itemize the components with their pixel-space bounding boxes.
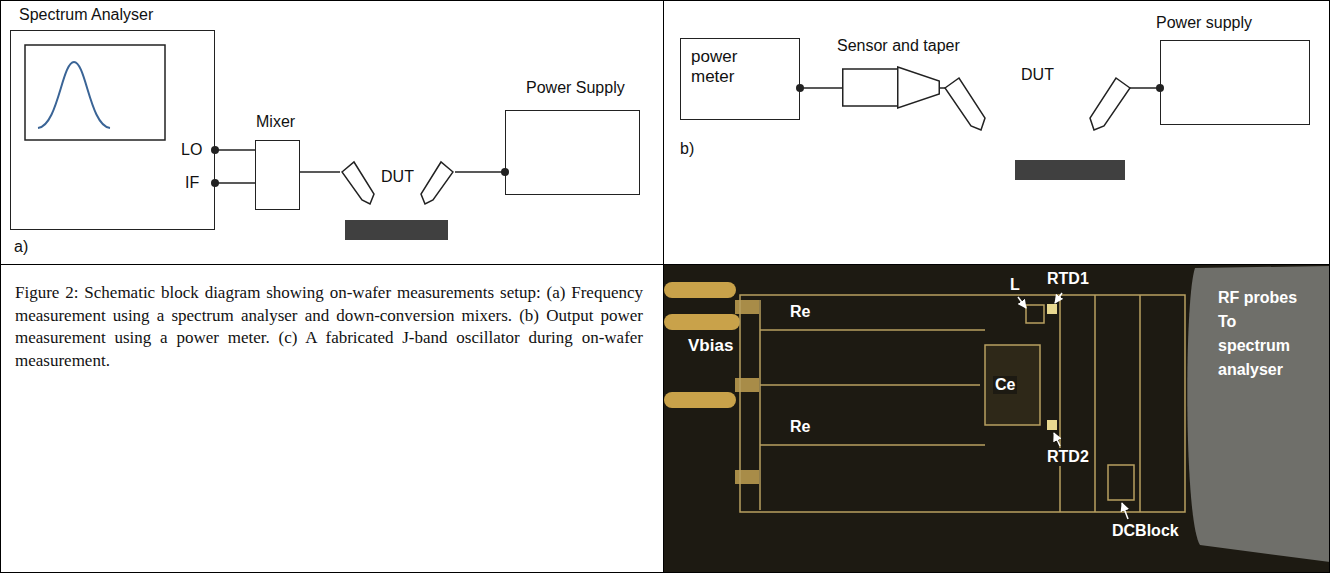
- diode-label: RTD1: [1045, 270, 1091, 288]
- device-label: DUT: [340, 168, 455, 186]
- probe-tip: [1090, 78, 1130, 130]
- dc-block-label: DCBlock: [1110, 522, 1181, 540]
- power-supply-box: Power supply: [1160, 40, 1310, 125]
- probe-tip: [342, 162, 374, 204]
- device-label: DUT: [945, 66, 1130, 84]
- probe-label: RF probes To spectrum analyser: [1218, 286, 1306, 382]
- resistor-trace: [760, 329, 985, 331]
- trace: [759, 300, 761, 510]
- dc-probe-finger: [664, 392, 736, 408]
- spectrum-curve: [38, 62, 110, 128]
- rf-probe: [1187, 266, 1330, 562]
- terminal-dot: [211, 146, 219, 154]
- inductor: [1026, 305, 1044, 323]
- table-rule: [663, 0, 664, 573]
- figure-caption: Figure 2: Schematic block diagram showin…: [15, 282, 643, 372]
- device-under-test: DUT: [340, 150, 455, 243]
- trace: [1059, 295, 1061, 512]
- port-label: LO: [181, 141, 202, 159]
- trace: [1139, 295, 1141, 512]
- dc-probe-finger: [664, 282, 736, 298]
- inductor-label: L: [1008, 276, 1022, 294]
- mixer-box: Mixer: [255, 140, 300, 210]
- bias-label: Vbias: [686, 336, 735, 356]
- sensor-outline: [842, 65, 940, 110]
- dc-block: [1108, 465, 1134, 500]
- signal-line: [215, 182, 255, 184]
- capacitor: [985, 345, 1040, 425]
- dc-probe-finger: [664, 314, 740, 330]
- device-under-test: DUT: [945, 60, 1130, 185]
- signal-line: [1130, 87, 1160, 89]
- box-heading: Sensor and taper: [837, 37, 960, 55]
- signal-line: [800, 87, 842, 89]
- box-heading: Power Supply: [526, 79, 625, 97]
- taper: [898, 67, 940, 108]
- signal-line: [215, 149, 255, 151]
- panel-letter: a): [14, 238, 28, 256]
- leader-arrow: [1122, 503, 1128, 519]
- wafer: [345, 220, 448, 240]
- leader-arrows: [1018, 293, 1128, 519]
- sensor-body: [843, 69, 898, 106]
- table-rule: [0, 264, 1330, 265]
- bond-pad: [735, 470, 759, 484]
- signal-line: [455, 171, 505, 173]
- chip-traces: [740, 295, 1185, 512]
- box-heading: Spectrum Analyser: [19, 6, 153, 24]
- rtd-device: [1047, 304, 1057, 314]
- analyser-screen: [25, 45, 165, 140]
- probe-tip: [421, 162, 453, 204]
- sensor-taper: Sensor and taper: [842, 65, 940, 110]
- port-label: IF: [185, 174, 199, 192]
- resistor-label: Re: [788, 303, 812, 321]
- probe-tip: [945, 78, 985, 130]
- bond-pad: [735, 378, 759, 392]
- capacitor-label: Ce: [993, 376, 1017, 394]
- spectrum-analyser-box: Spectrum AnalyserLOIF: [10, 30, 215, 230]
- rtd-device: [1047, 420, 1057, 430]
- resistor-trace: [760, 444, 985, 446]
- terminal-dot: [211, 179, 219, 187]
- trace: [1094, 295, 1096, 512]
- photo-ground: [664, 265, 1330, 573]
- box-label: power meter: [691, 47, 751, 86]
- chip-outline: [740, 295, 1185, 512]
- leader-arrow: [1055, 293, 1062, 303]
- ground-trace: [760, 384, 980, 386]
- resistor-label: Re: [788, 418, 812, 436]
- wafer: [1015, 160, 1125, 180]
- leader-arrow: [1018, 297, 1026, 308]
- power-supply-box: Power Supply: [505, 110, 640, 195]
- box-heading: Power supply: [1156, 14, 1252, 32]
- signal-line: [300, 171, 340, 173]
- bond-pad: [735, 300, 759, 314]
- diode-label: RTD2: [1045, 448, 1091, 466]
- signal-line: [940, 87, 945, 89]
- terminal-dot: [796, 84, 804, 92]
- panel-letter: b): [680, 140, 694, 158]
- leader-arrow: [1054, 433, 1060, 446]
- power-meter-box: power meter: [680, 38, 800, 120]
- box-heading: Mixer: [256, 113, 295, 131]
